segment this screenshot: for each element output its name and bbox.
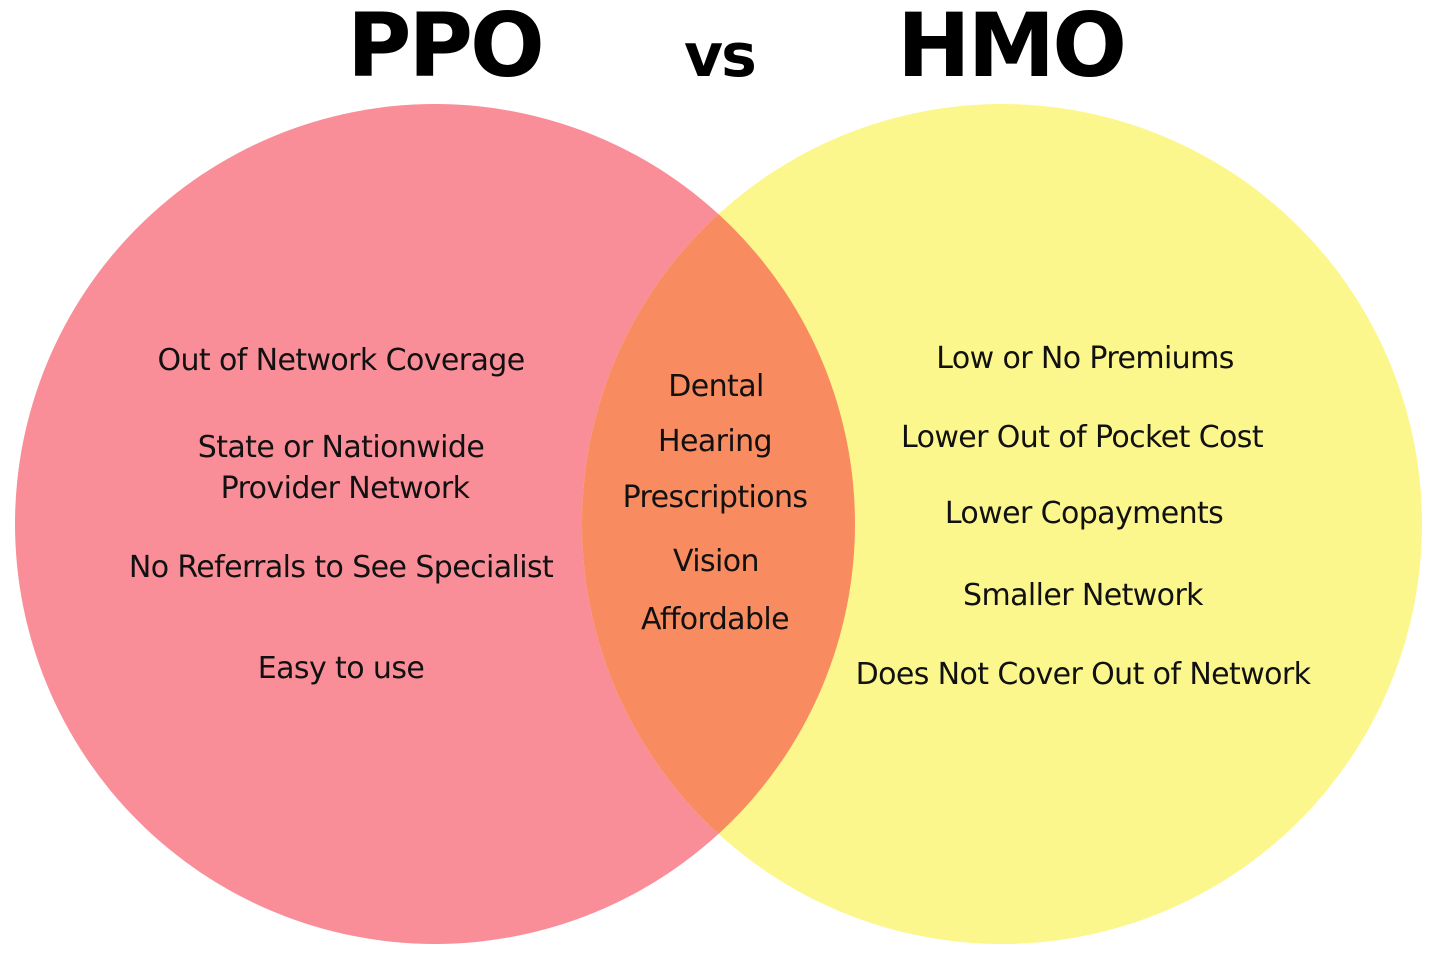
hmo-item: Does Not Cover Out of Network xyxy=(855,657,1311,692)
ppo-item: Out of Network Coverage xyxy=(157,343,525,378)
shared-item: Affordable xyxy=(641,602,790,637)
vs-heading: vs xyxy=(684,21,757,91)
hmo-heading: HMO xyxy=(897,0,1127,97)
shared-item: Prescriptions xyxy=(622,480,808,515)
ppo-item: State or Nationwide xyxy=(197,430,485,465)
hmo-item: Low or No Premiums xyxy=(936,341,1234,376)
overlap-region xyxy=(582,104,855,944)
shared-item: Hearing xyxy=(658,424,773,459)
shared-item: Vision xyxy=(673,544,760,579)
hmo-item: Smaller Network xyxy=(963,578,1204,613)
ppo-item: Provider Network xyxy=(220,471,470,506)
ppo-item: Easy to use xyxy=(257,651,425,686)
ppo-heading: PPO xyxy=(347,0,545,97)
ppo-item: No Referrals to See Specialist xyxy=(128,550,554,585)
hmo-item: Lower Out of Pocket Cost xyxy=(900,420,1264,455)
hmo-item: Lower Copayments xyxy=(944,496,1224,531)
shared-item: Dental xyxy=(668,369,764,404)
